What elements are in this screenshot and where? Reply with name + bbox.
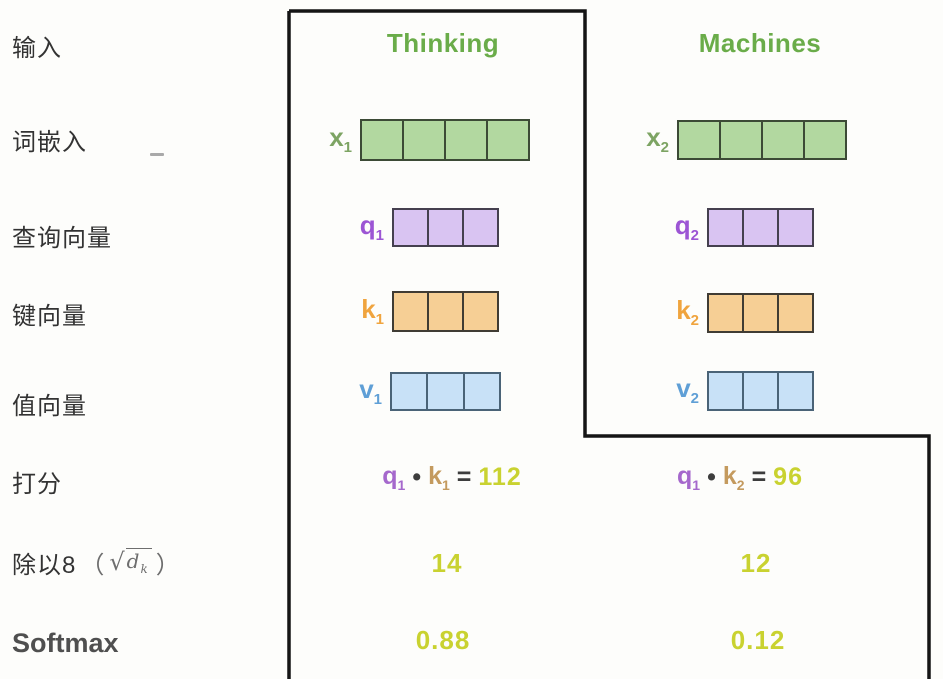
score-k-term: k2	[722, 462, 745, 493]
vector-box-v2	[707, 371, 814, 411]
row-label-softmax: Softmax	[12, 628, 119, 658]
close-paren: ）	[155, 552, 181, 579]
vector-box-q2	[707, 208, 814, 247]
row-label-key: 键向量	[12, 303, 87, 330]
vector-label-v2: v2	[676, 373, 699, 408]
equals-sign: =	[456, 463, 472, 491]
score-q-term: q1	[677, 462, 701, 493]
vector-q1: q1	[332, 208, 499, 247]
vector-cell	[488, 121, 528, 159]
vector-cell	[763, 122, 805, 158]
row-label-divide: 除以8 （ √ dk ）	[12, 545, 183, 580]
vector-label-q1: q1	[359, 209, 384, 245]
vector-cell	[446, 121, 488, 159]
vector-box-q1	[392, 208, 499, 247]
vector-box-k2	[707, 293, 814, 333]
row-label-value: 值向量	[12, 393, 87, 420]
row-label-embedding: 词嵌入	[12, 129, 87, 156]
vector-label-v1: v1	[359, 373, 382, 409]
score-k-term: k1	[428, 462, 450, 493]
row-label-input: 输入	[12, 35, 62, 62]
vector-cell	[394, 293, 429, 330]
row-label-score: 打分	[12, 471, 62, 498]
score-value-2: 96	[773, 463, 803, 491]
vector-label-q2: q2	[674, 209, 699, 245]
vector-cell	[709, 295, 744, 331]
vector-k2: k2	[647, 293, 814, 333]
radical-icon: √	[109, 548, 126, 577]
softmax-value-1: 0.88	[415, 625, 471, 655]
column-title-thinking: Thinking	[386, 28, 500, 58]
vector-cell	[679, 122, 721, 158]
vector-cell	[709, 210, 744, 245]
vector-cell	[709, 373, 744, 409]
vector-label-x2: x2	[646, 122, 669, 157]
score-value-1: 112	[478, 463, 522, 491]
vector-box-x2	[677, 120, 847, 160]
vector-cell	[429, 293, 464, 330]
vector-cell	[721, 122, 763, 158]
vector-cell	[805, 122, 845, 158]
vector-cell	[744, 210, 779, 245]
divide-prefix: 除以8	[12, 552, 77, 579]
vector-cell	[429, 210, 464, 245]
score-expression-1: q1 • k1 = 112	[382, 462, 522, 493]
vector-cell	[779, 210, 812, 245]
vector-x1: x1	[300, 119, 530, 161]
vector-k1: k1	[332, 291, 499, 332]
dot-operator-icon: •	[412, 463, 422, 491]
divided-value-2: 12	[740, 548, 772, 578]
vector-cell	[744, 295, 779, 331]
dot-operator-icon: •	[707, 463, 716, 491]
vector-cell	[362, 121, 404, 159]
row-label-query: 查询向量	[12, 225, 112, 252]
vector-v1: v1	[330, 372, 501, 411]
stray-dash-mark	[150, 153, 164, 156]
vector-cell	[779, 295, 812, 331]
vector-label-x1: x1	[329, 122, 352, 157]
vector-cell	[404, 121, 446, 159]
vector-cell	[464, 210, 497, 245]
vector-cell	[744, 373, 779, 409]
equals-sign: =	[751, 463, 767, 491]
sqrt-base: d	[126, 549, 141, 574]
softmax-value-2: 0.12	[730, 625, 786, 655]
open-paren: （	[80, 552, 106, 579]
vector-cell	[392, 374, 429, 409]
score-expression-2: q1 • k2 = 96	[677, 462, 803, 493]
vector-box-x1	[360, 119, 530, 161]
vector-cell	[464, 293, 497, 330]
score-q-term: q1	[382, 462, 406, 493]
vector-v2: v2	[647, 371, 814, 411]
sqrt-subscript: k	[140, 562, 149, 577]
vector-label-k1: k1	[361, 293, 384, 329]
vector-x2: x2	[617, 120, 847, 160]
sqrt-dk-formula: √ dk	[109, 548, 152, 577]
vector-box-k1	[392, 291, 499, 332]
vector-q2: q2	[647, 208, 814, 247]
vector-cell	[464, 374, 499, 409]
vector-cell	[779, 373, 812, 409]
divided-value-1: 14	[431, 548, 463, 578]
vector-cell	[394, 210, 429, 245]
vector-cell	[428, 374, 465, 409]
vector-box-v1	[390, 372, 501, 411]
column-title-machines: Machines	[698, 28, 822, 58]
vector-label-k2: k2	[676, 295, 699, 330]
